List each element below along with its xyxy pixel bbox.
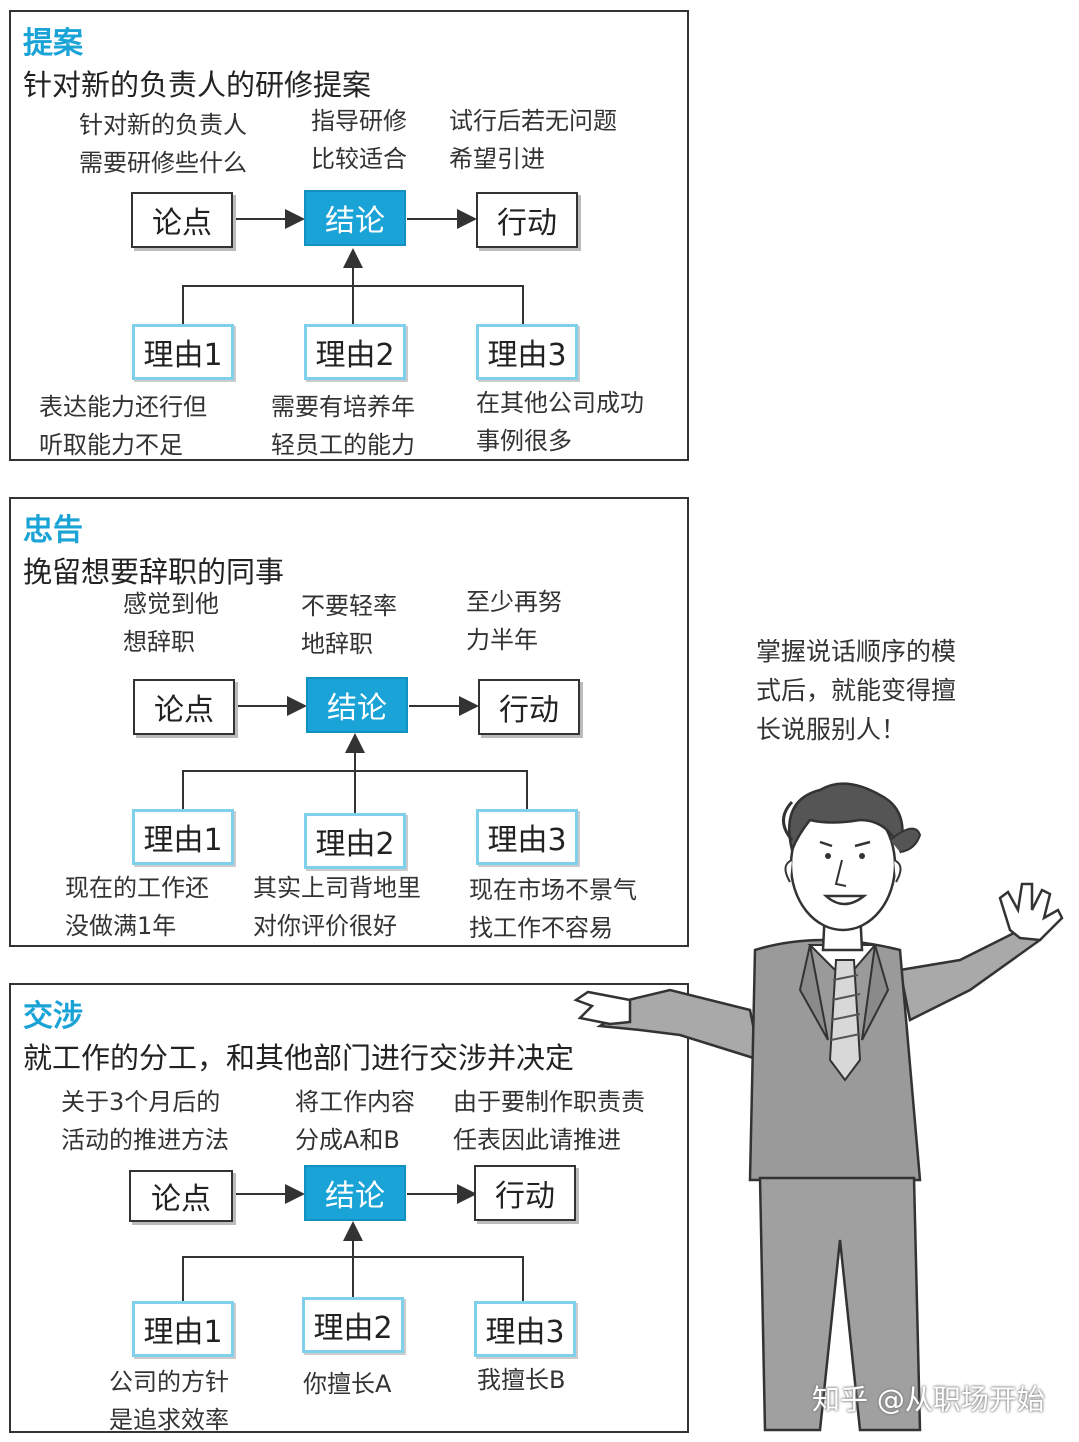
- top-note-2: 指导研修 比较适合: [311, 107, 407, 173]
- speech-text: 掌握说话顺序的模 式后，就能变得擅 长说服别人！: [756, 637, 957, 744]
- action-box: 行动: [474, 1165, 576, 1221]
- panel-subject: 针对新的负责人的研修提案: [23, 68, 372, 102]
- point-box: 论点: [129, 1170, 233, 1222]
- top-note-1: 关于3个月后的 活动的推进方法: [61, 1088, 229, 1154]
- bottom-note-2: 需要有培养年 轻员工的能力: [271, 393, 415, 459]
- bottom-note-3: 在其他公司成功 事例很多: [476, 389, 644, 455]
- panel-negotiation: 交涉 就工作的分工，和其他部门进行交涉并决定 关于3个月后的 活动的推进方法 将…: [9, 983, 689, 1434]
- action-box: 行动: [478, 679, 580, 735]
- conclusion-box: 结论: [304, 1165, 406, 1221]
- bottom-note-1: 现在的工作还 没做满1年: [65, 874, 209, 940]
- bottom-note-1: 表达能力还行但 听取能力不足: [39, 393, 207, 459]
- bottom-note-1: 公司的方针 是追求效率: [109, 1368, 229, 1434]
- connector-lines: [182, 696, 528, 815]
- reason-box-1: 理由1: [132, 809, 234, 865]
- reason-box-3: 理由3: [474, 1301, 576, 1357]
- reason-box-3: 理由3: [476, 324, 578, 380]
- top-note-1: 感觉到他 想辞职: [123, 590, 219, 656]
- point-box: 论点: [131, 192, 233, 248]
- bottom-note-2: 其实上司背地里 对你评价很好: [253, 874, 421, 940]
- reason-box-1: 理由1: [132, 1301, 234, 1357]
- panel-category: 交涉: [23, 999, 83, 1034]
- reason-box-2: 理由2: [304, 813, 406, 869]
- top-note-2: 将工作内容 分成A和B: [295, 1088, 415, 1154]
- action-box: 行动: [476, 192, 578, 248]
- top-note-2: 不要轻率 地辞职: [301, 592, 397, 658]
- panel-subject: 就工作的分工，和其他部门进行交涉并决定: [23, 1041, 575, 1075]
- reason-box-3: 理由3: [476, 809, 578, 865]
- top-note-3: 至少再努 力半年: [466, 588, 562, 654]
- bottom-note-3: 现在市场不景气 找工作不容易: [469, 876, 637, 942]
- presenter-illustration: [573, 782, 1064, 1432]
- conclusion-box: 结论: [306, 677, 408, 733]
- reason-box-2: 理由2: [302, 1297, 404, 1353]
- panel-proposal: 提案 针对新的负责人的研修提案 针对新的负责人 需要研修些什么 指导研修 比较适…: [9, 10, 689, 461]
- reason-box-2: 理由2: [304, 324, 406, 380]
- point-box: 论点: [133, 679, 235, 735]
- reason-box-1: 理由1: [132, 324, 234, 380]
- top-note-3: 由于要制作职责责 任表因此请推进: [453, 1088, 645, 1154]
- panel-subject: 挽留想要辞职的同事: [23, 555, 285, 589]
- connector-lines: [182, 209, 524, 332]
- panel-category: 忠告: [23, 513, 83, 548]
- bottom-note-3: 我擅长B: [477, 1366, 566, 1394]
- conclusion-box: 结论: [304, 190, 406, 246]
- watermark: 知乎 @从职场开始: [812, 1383, 1045, 1416]
- top-note-3: 试行后若无问题 希望引进: [449, 107, 617, 173]
- connector-lines: [182, 1184, 524, 1301]
- top-note-1: 针对新的负责人 需要研修些什么: [79, 111, 247, 177]
- bottom-note-2: 你擅长A: [303, 1370, 392, 1398]
- panel-advice: 忠告 挽留想要辞职的同事 感觉到他 想辞职 不要轻率 地辞职 至少再努 力半年 …: [9, 497, 689, 947]
- panel-category: 提案: [23, 26, 83, 61]
